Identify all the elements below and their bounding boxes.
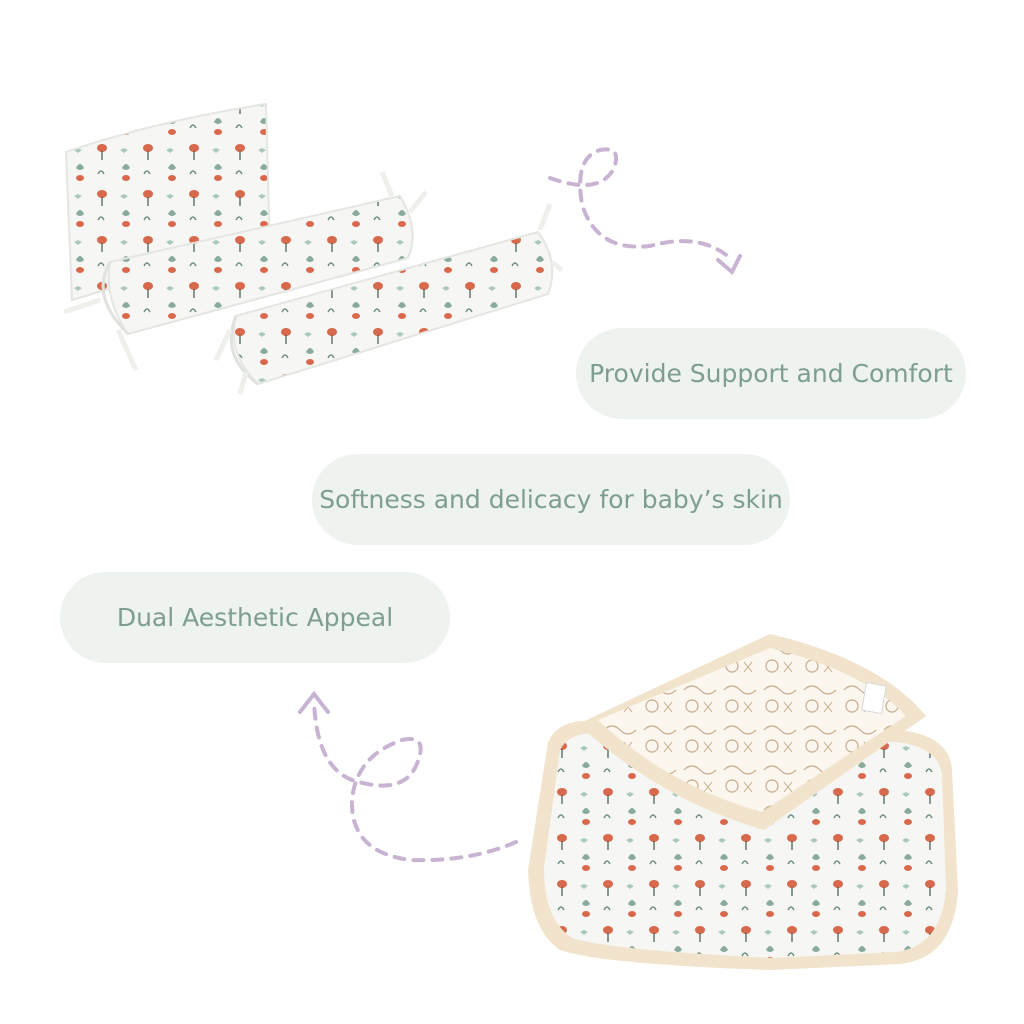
feature-text-dual-aesthetic: Dual Aesthetic Appeal bbox=[116, 603, 394, 632]
feature-text-support: Provide Support and Comfort bbox=[589, 359, 953, 388]
feature-pill-softness: Softness and delicacy for baby’s skin bbox=[312, 454, 790, 545]
bolster-pillow-back bbox=[63, 171, 428, 372]
feature-pill-support: Provide Support and Comfort bbox=[576, 328, 966, 419]
feature-pill-dual-aesthetic: Dual Aesthetic Appeal bbox=[60, 572, 450, 663]
feature-text-softness: Softness and delicacy for baby’s skin bbox=[319, 485, 783, 514]
folded-quilt-image bbox=[528, 634, 958, 970]
bolster-pillow-front bbox=[213, 203, 564, 395]
